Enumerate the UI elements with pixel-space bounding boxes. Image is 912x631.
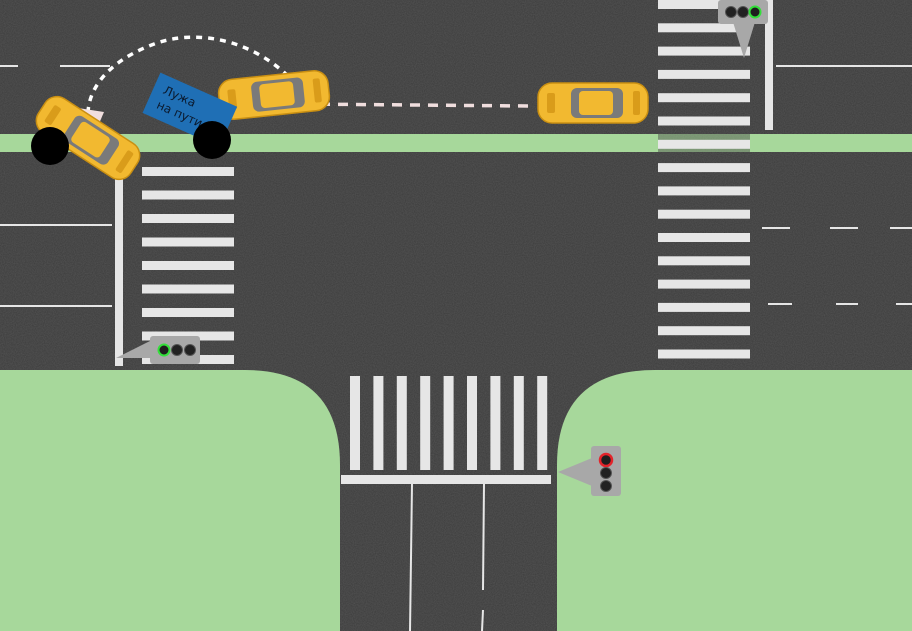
green-light-icon <box>748 5 762 19</box>
path-straight-arrow <box>299 102 529 108</box>
median-strip-left <box>0 134 658 152</box>
crosswalk-stripe <box>658 209 750 219</box>
crosswalk-stripe <box>396 376 407 470</box>
lane-markings-main <box>0 224 912 307</box>
traffic-light-bottom-center <box>558 446 621 496</box>
crosswalk-stripe <box>658 233 750 242</box>
crosswalk-stripe <box>513 376 524 470</box>
crosswalk-bottom <box>350 376 548 470</box>
stop-line-top-right <box>765 0 773 130</box>
grass-bottom-right <box>557 370 912 631</box>
crosswalk-stripe <box>658 0 750 9</box>
crosswalk-stripe <box>658 23 750 33</box>
crosswalk-stripe <box>467 376 477 470</box>
crosswalk-stripe <box>142 237 234 247</box>
green-light-icon <box>157 343 171 357</box>
marker-dot-right <box>193 121 231 159</box>
crosswalk-stripe <box>658 93 750 103</box>
crosswalk-left <box>142 167 234 364</box>
crosswalk-stripe <box>658 326 750 336</box>
crosswalk-stripe <box>373 376 384 470</box>
crosswalk-stripe <box>142 308 234 317</box>
crosswalk-stripe <box>350 376 360 470</box>
crosswalk-stripe <box>658 349 750 359</box>
crosswalk-stripe <box>658 302 750 312</box>
crosswalk-stripe <box>490 376 501 470</box>
median-strip-right <box>750 134 912 152</box>
crosswalk-stripe <box>658 69 750 79</box>
crosswalk-stripe <box>658 139 750 149</box>
crosswalk-stripe <box>658 116 750 126</box>
stop-line-left <box>115 152 123 366</box>
grass-bottom-left <box>0 370 340 631</box>
crosswalk-stripe <box>420 376 431 470</box>
taxi-right <box>537 82 649 124</box>
crosswalk-stripe <box>443 376 454 470</box>
crosswalk-stripe <box>658 279 750 289</box>
crosswalk-stripe <box>537 376 548 470</box>
red-light-icon <box>598 452 614 468</box>
crosswalk-stripe <box>658 256 750 266</box>
crosswalk-stripe <box>658 46 750 56</box>
traffic-light-top-right <box>718 0 768 58</box>
crosswalk-stripe <box>142 214 234 223</box>
crosswalk-right <box>658 0 750 359</box>
traffic-light-left-middle <box>116 336 200 364</box>
crosswalk-stripe <box>142 190 234 200</box>
lane-markings-bottom <box>409 483 485 631</box>
marker-dot-left <box>31 127 69 165</box>
crosswalk-stripe <box>658 186 750 196</box>
crosswalk-stripe <box>142 284 234 294</box>
crosswalk-stripe <box>658 163 750 173</box>
stop-line-bottom <box>341 475 551 484</box>
crosswalk-stripe <box>142 167 234 176</box>
crosswalk-stripe <box>142 261 234 270</box>
